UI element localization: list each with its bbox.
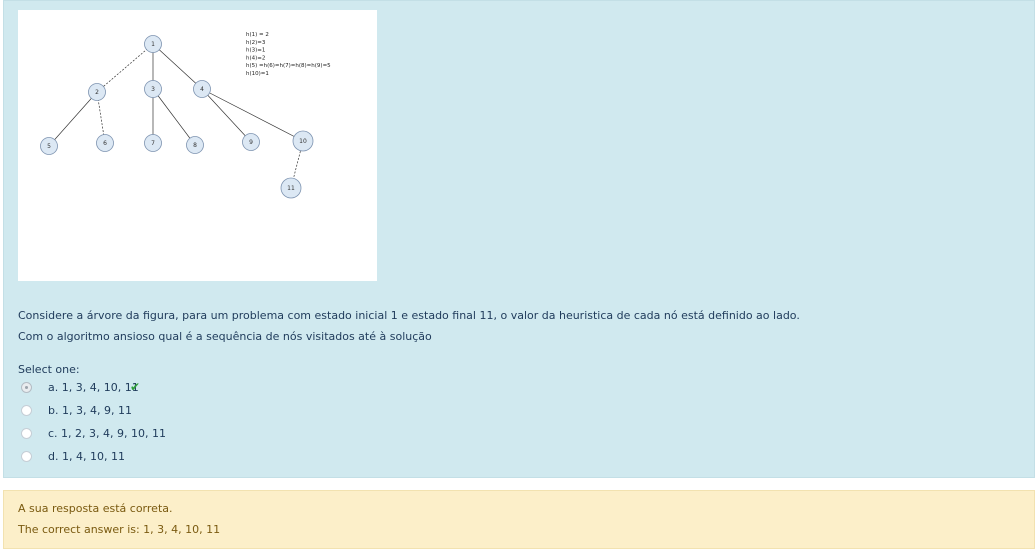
- tree-node-2: 2: [88, 83, 106, 101]
- radio-option-a[interactable]: [21, 382, 32, 393]
- radio-option-c[interactable]: [21, 428, 32, 439]
- option-c-label: c. 1, 2, 3, 4, 9, 10, 11: [48, 427, 166, 440]
- heuristic-label: h(10)=1: [246, 71, 269, 77]
- tree-edge-n3-n8: [152, 88, 196, 146]
- feedback-result: A sua resposta está correta.: [18, 502, 173, 515]
- tree-node-7: 7: [144, 134, 162, 152]
- tree-node-1: 1: [144, 35, 162, 53]
- svg-text:3: 3: [151, 86, 155, 93]
- tree-edge-n1-n2: [96, 43, 154, 93]
- heuristic-label: h(2)=3: [246, 40, 266, 46]
- tree-node-6: 6: [96, 134, 114, 152]
- svg-text:10: 10: [299, 138, 307, 145]
- svg-text:7: 7: [151, 140, 155, 147]
- tree-node-4: 4: [193, 80, 211, 98]
- tree-edge-n2-n5: [48, 91, 98, 147]
- heuristic-label: h(1) = 2: [246, 32, 269, 38]
- tree-node-5: 5: [40, 137, 58, 155]
- tree-node-9: 9: [242, 133, 260, 151]
- tree-edge-n4-n9: [201, 88, 252, 143]
- select-one-label: Select one:: [18, 363, 80, 376]
- heuristic-label: h(3)=1: [246, 48, 265, 54]
- option-a-label: a. 1, 3, 4, 10, 11: [48, 381, 139, 394]
- radio-option-d[interactable]: [21, 451, 32, 462]
- feedback-panel: A sua resposta está correta. The correct…: [3, 490, 1035, 549]
- svg-text:2: 2: [95, 89, 99, 96]
- tree-diagram: 1 2 3 4 5 6 7 8 9 10 11 h(1) = 2 h(2)=3 h(3)=1h(4)=2…: [40, 32, 331, 199]
- svg-text:9: 9: [249, 139, 253, 146]
- tree-edge-n4-n10: [201, 88, 304, 142]
- tree-node-3: 3: [144, 80, 162, 98]
- radio-option-b[interactable]: [21, 405, 32, 416]
- tree-node-11: 11: [280, 177, 302, 199]
- question-text-line-2: Com o algoritmo ansioso qual é a sequênc…: [18, 330, 432, 343]
- tree-edge-n1-n4: [152, 43, 203, 90]
- svg-text:8: 8: [193, 142, 197, 149]
- heuristic-label: h(5) =h(6)=h(7)=h(8)=h(9)=5: [246, 63, 331, 69]
- option-b-label: b. 1, 3, 4, 9, 11: [48, 404, 132, 417]
- svg-text:4: 4: [200, 86, 204, 93]
- heuristic-label: h(4)=2: [246, 55, 265, 61]
- question-text-line-1: Considere a árvore da figura, para um pr…: [18, 309, 800, 322]
- svg-text:5: 5: [47, 143, 51, 150]
- tree-node-8: 8: [186, 136, 204, 154]
- correct-answer-text: The correct answer is: 1, 3, 4, 10, 11: [18, 523, 221, 536]
- svg-text:6: 6: [103, 140, 107, 147]
- option-d-label: d. 1, 4, 10, 11: [48, 450, 125, 463]
- check-icon: ✔: [130, 380, 141, 394]
- svg-text:1: 1: [151, 41, 155, 48]
- tree-node-10: 10: [292, 130, 314, 152]
- svg-text:11: 11: [287, 185, 295, 192]
